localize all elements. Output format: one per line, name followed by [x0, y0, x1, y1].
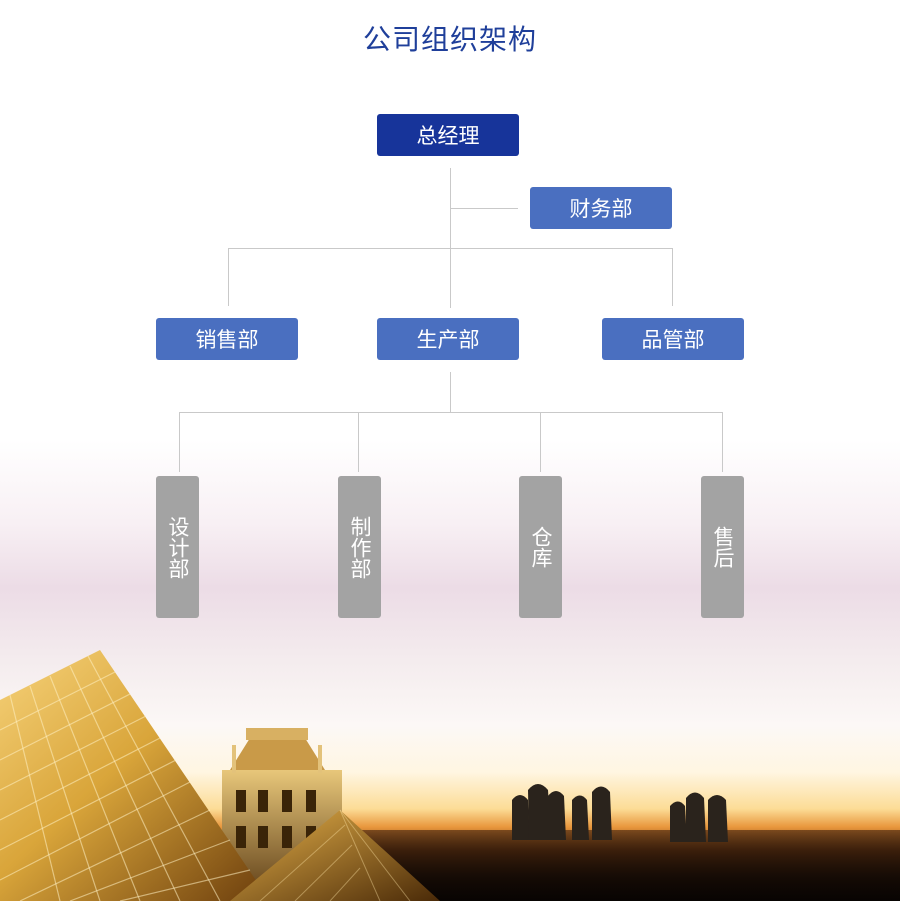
node-dept-sales: 销售部 — [156, 318, 298, 360]
connector-units-horizontal — [179, 412, 723, 413]
node-dept-production: 生产部 — [377, 318, 519, 360]
connector-finance-branch — [450, 208, 518, 209]
connector-unit-warehouse — [540, 412, 541, 472]
connector-ceo-trunk — [450, 168, 451, 308]
node-ceo: 总经理 — [377, 114, 519, 156]
connector-unit-design — [179, 412, 180, 472]
page-title: 公司组织架构 — [362, 23, 537, 56]
small-pyramid — [230, 809, 440, 901]
node-unit-make: 制作部 — [338, 476, 381, 618]
node-unit-aftersales: 售后 — [701, 476, 744, 618]
connector-production-trunk — [450, 372, 451, 412]
connector-dept-sales — [228, 248, 229, 306]
statue-silhouettes — [512, 784, 728, 842]
connector-dept-quality — [672, 248, 673, 306]
connector-unit-aftersales — [722, 412, 723, 472]
node-unit-design: 设计部 — [156, 476, 199, 618]
node-dept-quality: 品管部 — [602, 318, 744, 360]
connector-dept-horizontal — [228, 248, 673, 249]
connector-unit-make — [358, 412, 359, 472]
node-unit-warehouse: 仓库 — [519, 476, 562, 618]
glass-pyramid — [0, 650, 270, 901]
node-finance: 财务部 — [530, 187, 672, 229]
